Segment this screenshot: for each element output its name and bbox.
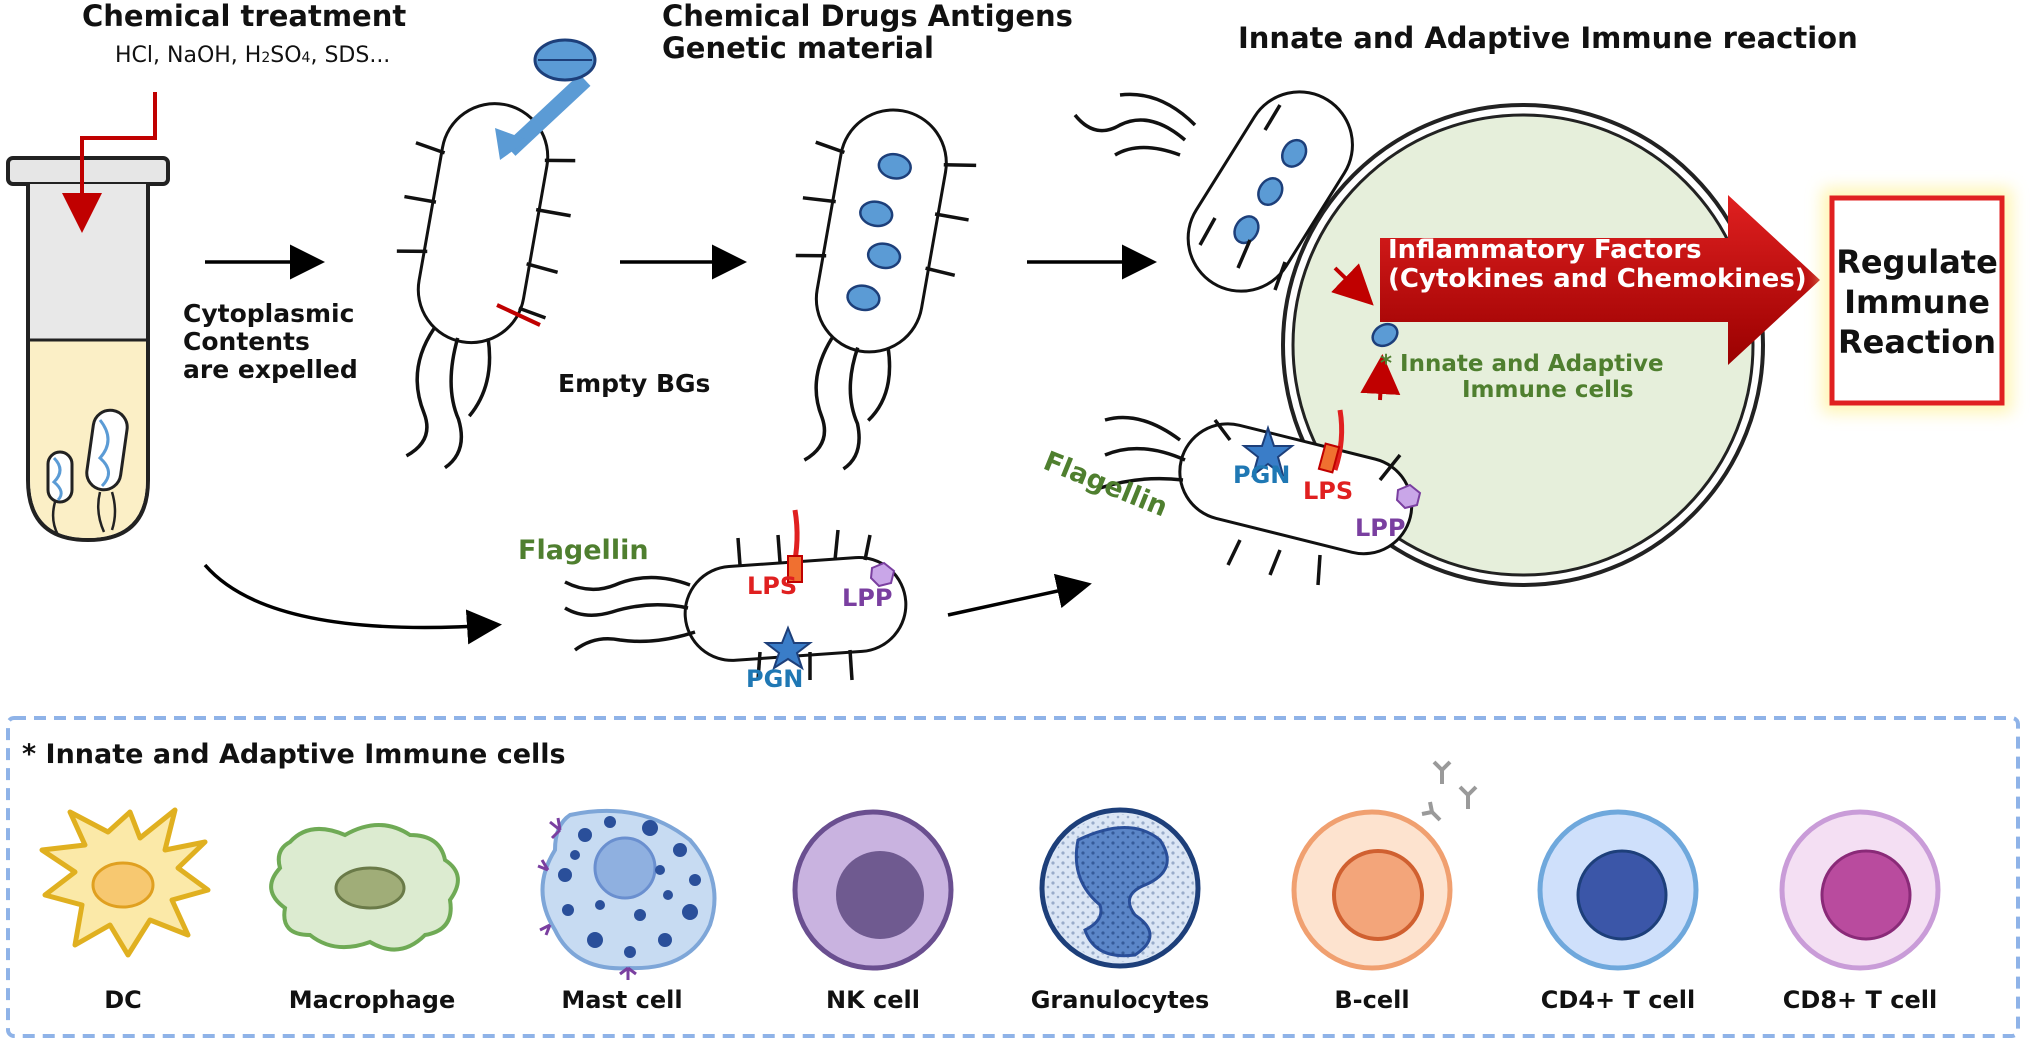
- reagents-label: HCl, NaOH, H2SO4, SDS...: [115, 43, 391, 69]
- cytoplasmic-label: Cytoplasmic Contents are expelled: [183, 300, 358, 384]
- regulate-line-1: Regulate: [1836, 243, 1998, 281]
- reagents-subscript-2: 4: [301, 50, 311, 66]
- dc-cell-icon: [39, 807, 211, 958]
- immune-reaction-title: Innate and Adaptive Immune reaction: [1238, 21, 1858, 55]
- inflammatory-line-2: (Cytokines and Chemokines): [1388, 264, 1807, 295]
- lpp-label: LPP: [842, 584, 893, 612]
- lpp-label-cell: LPP: [1355, 514, 1406, 542]
- bg-top-flagella: [1073, 92, 1287, 291]
- legend-label-cd4-t-cell: CD4+ T cell: [1540, 986, 1696, 1014]
- cytoplasmic-line-3: are expelled: [183, 355, 358, 384]
- treatment-line: [62, 92, 157, 233]
- bg-bottom-center: [564, 509, 908, 681]
- test-tube: [6, 156, 170, 543]
- bg-entering-top: [1186, 90, 1354, 293]
- cd4-t-cell-icon: [1537, 809, 1699, 971]
- regulate-line-3: Reaction: [1838, 323, 1996, 361]
- legend-label-macrophage: Macrophage: [288, 986, 456, 1014]
- legend-label-cd8-t-cell: CD8+ T cell: [1782, 986, 1938, 1014]
- uptake-arrow: [1331, 263, 1374, 306]
- b-cell-icon: [1291, 760, 1478, 971]
- empty-bg: [396, 102, 576, 470]
- empty-bg-pointer: [496, 303, 541, 327]
- inflammatory-line-1: Inflammatory Factors: [1388, 235, 1702, 265]
- macrophage-icon: [269, 823, 460, 952]
- regulate-box: [1829, 195, 2005, 406]
- legend-label-dc: DC: [104, 986, 142, 1014]
- legend-title: * Innate and Adaptive Immune cells: [22, 739, 566, 770]
- recognition-arrow: [1360, 354, 1401, 401]
- arrow-curve: [203, 563, 502, 645]
- immune-cells-inner-label: * Innate and Adaptive Immune cells: [1380, 351, 1664, 404]
- cytoplasmic-line-1: Cytoplasmic: [183, 299, 355, 328]
- inflammatory-label: Inflammatory Factors (Cytokines and Chem…: [1388, 235, 1807, 295]
- reagents-text-end: , SDS...: [310, 43, 391, 68]
- immune-cell-large: [1281, 103, 1765, 587]
- legend-label-mast-cell: Mast cell: [561, 986, 683, 1014]
- lps-label-cell: LPS: [1303, 477, 1354, 505]
- reagents-subscript-1: 2: [261, 50, 271, 66]
- reagents-text: HCl, NaOH, H: [115, 43, 262, 68]
- immune-cells-inner-line-2: Immune cells: [1462, 376, 1634, 403]
- legend-label-granulocytes: Granulocytes: [1030, 986, 1210, 1014]
- nk-cell-icon: [792, 809, 954, 971]
- arrow-4: [947, 573, 1092, 617]
- pgn-label: PGN: [746, 665, 804, 693]
- flagellin-label: Flagellin: [518, 535, 649, 566]
- legend-box: [6, 716, 2020, 1038]
- drugs-title: Chemical Drugs Antigens Genetic material: [662, 0, 1073, 65]
- inflammatory-arrow: [1380, 195, 1820, 365]
- legend-label-nk-cell: NK cell: [826, 986, 920, 1014]
- reagents-text-mid: SO: [270, 43, 302, 68]
- legend-label-b-cell: B-cell: [1334, 986, 1410, 1014]
- regulate-label: Regulate Immune Reaction: [1832, 242, 2002, 362]
- cytoplasmic-line-2: Contents: [183, 327, 310, 356]
- mast-cell-icon: [537, 808, 717, 980]
- lps-label: LPS: [747, 572, 798, 600]
- regulate-line-2: Immune: [1844, 283, 1990, 321]
- immune-cells-inner-line-1: * Innate and Adaptive: [1380, 351, 1664, 377]
- loaded-bg: [795, 108, 977, 471]
- pgn-label-cell: PGN: [1233, 461, 1291, 489]
- drugs-line-2: Genetic material: [662, 31, 934, 66]
- chemical-treatment-title: Chemical treatment: [82, 0, 407, 33]
- cd8-t-cell-icon: [1779, 809, 1941, 971]
- empty-bgs-label: Empty BGs: [558, 369, 711, 398]
- granulocyte-icon: [1039, 807, 1201, 969]
- drugs-line-1: Chemical Drugs Antigens: [662, 0, 1073, 33]
